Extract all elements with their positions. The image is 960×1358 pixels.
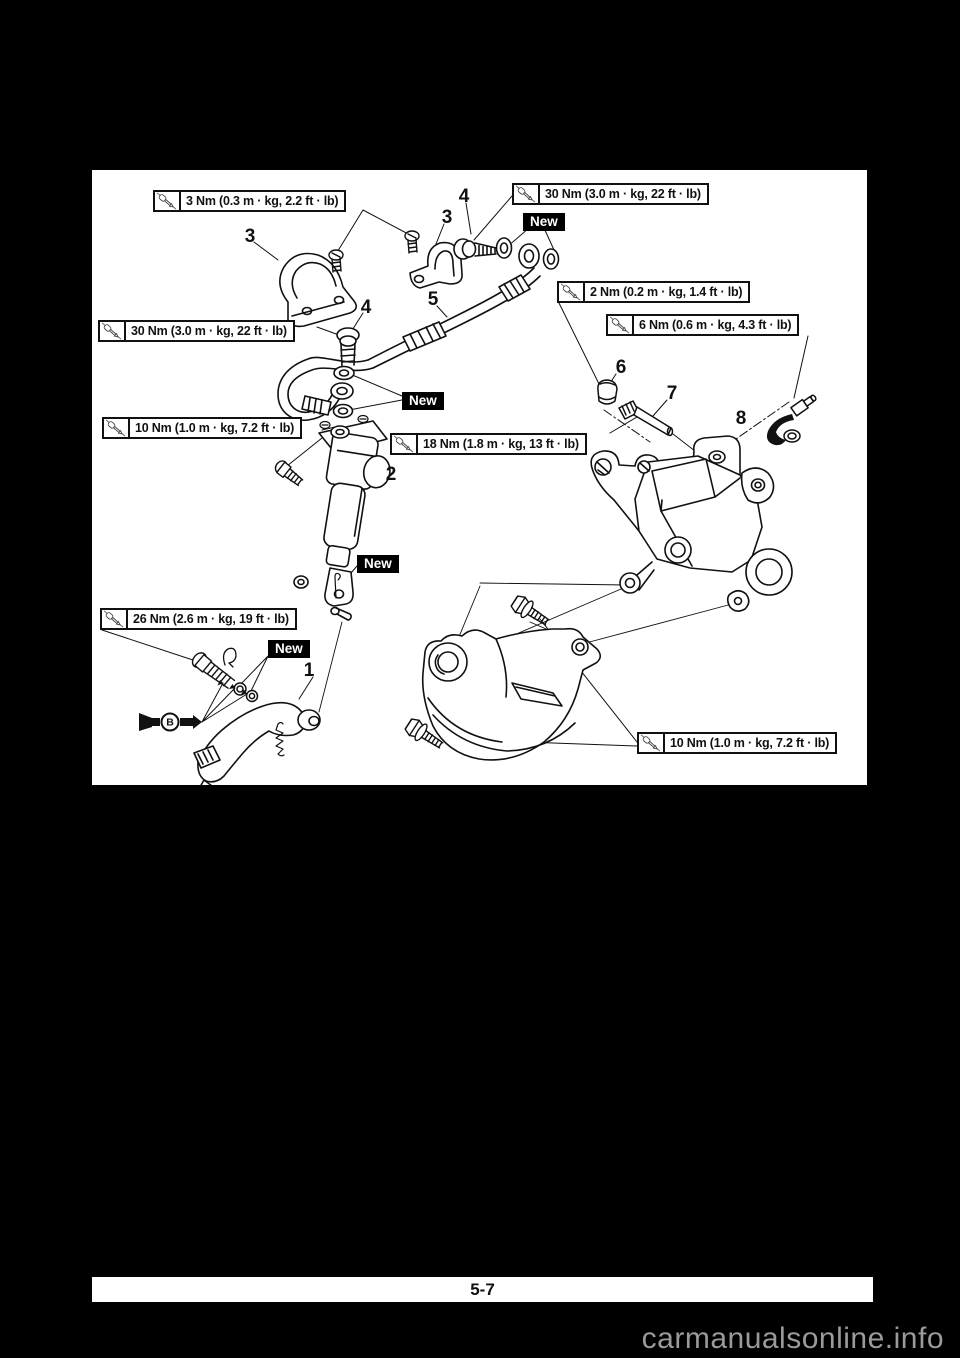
screwdriver-icon: [392, 435, 418, 453]
torque-label-30nm-top: 30 Nm (3.0 m · kg, 22 ft · lb): [512, 183, 709, 205]
rear-knuckle: [590, 435, 793, 612]
exploded-diagram-art: [101, 195, 817, 785]
pivot-cotter-pin: [222, 647, 237, 668]
new-part-label: New: [402, 392, 444, 410]
bleed-screw-assy: [766, 394, 817, 446]
torque-label-10nm-left: 10 Nm (1.0 m · kg, 7.2 ft · lb): [102, 417, 303, 439]
rubber-cap: [597, 379, 618, 405]
brake-hose: [277, 267, 541, 421]
torque-label-3nm: 3 Nm (0.3 m · kg, 2.2 ft · lb): [153, 190, 347, 212]
torque-label-text: 2 Nm (0.2 m · kg, 1.4 ft · lb): [590, 284, 743, 299]
new-part-label: New: [357, 555, 399, 573]
part-callout: 6: [615, 357, 627, 378]
clamp-screws: [328, 230, 420, 273]
part-callout: 1: [303, 660, 315, 681]
screwdriver-icon: [514, 185, 540, 203]
screwdriver-icon: [104, 419, 130, 437]
apply-fluid-symbol: [139, 680, 248, 731]
watermark-text: carmanualsonline.info: [641, 1322, 944, 1355]
torque-label-text: 6 Nm (0.6 m · kg, 4.3 ft · lb): [639, 317, 792, 332]
torque-label-text: 30 Nm (3.0 m · kg, 22 ft · lb): [131, 323, 287, 338]
hose-clamp-left: [279, 252, 358, 328]
fluid-code-b-badge: B: [160, 712, 180, 732]
page-number-strip: 5-7: [92, 1277, 873, 1302]
part-callout: 4: [360, 297, 372, 318]
banjo-washers-top: [495, 237, 560, 270]
pedal-pivot-bolt: [191, 652, 236, 689]
part-callout: 3: [441, 207, 453, 228]
exploded-diagram-area: 3 Nm (0.3 m · kg, 2.2 ft · lb) 30 Nm (3.…: [92, 170, 867, 785]
torque-label-text: 10 Nm (1.0 m · kg, 7.2 ft · lb): [135, 420, 295, 435]
part-callout: 8: [735, 408, 747, 429]
torque-label-18nm: 18 Nm (1.8 m · kg, 13 ft · lb): [390, 433, 587, 455]
brake-pedal: [193, 701, 321, 785]
new-part-label: New: [523, 213, 565, 231]
screwdriver-icon: [100, 322, 126, 340]
union-bolt-mid: [336, 327, 360, 367]
mc-mount-bolt: [274, 460, 304, 487]
pad-pin: [618, 400, 674, 437]
torque-label-text: 3 Nm (0.3 m · kg, 2.2 ft · lb): [186, 193, 339, 208]
torque-label-text: 10 Nm (1.0 m · kg, 7.2 ft · lb): [670, 735, 830, 750]
torque-label-text: 26 Nm (2.6 m · kg, 19 ft · lb): [133, 611, 289, 626]
torque-label-30nm-left: 30 Nm (3.0 m · kg, 22 ft · lb): [98, 320, 295, 342]
screwdriver-icon: [102, 610, 128, 628]
torque-label-26nm: 26 Nm (2.6 m · kg, 19 ft · lb): [100, 608, 297, 630]
screwdriver-icon: [639, 734, 665, 752]
torque-label-10nm-bottom: 10 Nm (1.0 m · kg, 7.2 ft · lb): [637, 732, 838, 754]
union-bolt-top: [453, 238, 497, 260]
screwdriver-icon: [608, 316, 634, 334]
page-number: 5-7: [470, 1279, 495, 1299]
disc-guard: [421, 627, 602, 761]
new-part-label: New: [268, 640, 310, 658]
screwdriver-icon: [155, 192, 181, 210]
master-cylinder: [293, 414, 391, 621]
banjo-washers-mid: [332, 365, 355, 419]
part-callout: 3: [244, 226, 256, 247]
torque-label-6nm: 6 Nm (0.6 m · kg, 4.3 ft · lb): [606, 314, 800, 336]
torque-label-text: 30 Nm (3.0 m · kg, 22 ft · lb): [545, 186, 701, 201]
torque-label-text: 18 Nm (1.8 m · kg, 13 ft · lb): [423, 436, 579, 451]
part-callout: 4: [458, 186, 470, 207]
torque-label-2nm: 2 Nm (0.2 m · kg, 1.4 ft · lb): [557, 281, 751, 303]
part-callout: 2: [385, 464, 397, 485]
screwdriver-icon: [559, 283, 585, 301]
part-callout: 5: [427, 289, 439, 310]
hose-clamp-right: [409, 241, 463, 289]
part-callout: 7: [666, 383, 678, 404]
